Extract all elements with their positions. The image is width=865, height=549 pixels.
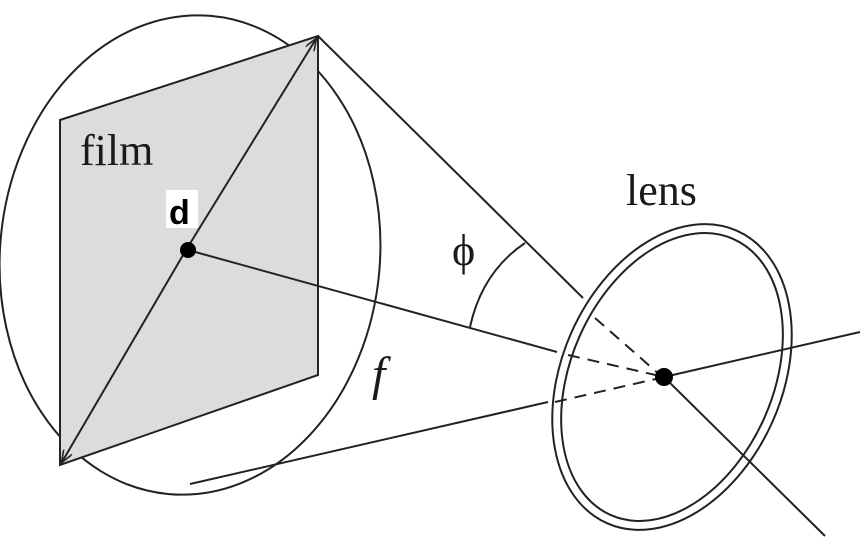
film-center-point [180,242,196,258]
film-label: film [80,126,153,175]
dashed-ray-top [594,317,661,376]
lens-label: lens [626,166,697,215]
lens-center-point [655,368,673,386]
focal-length-label: f [372,348,391,401]
lens-inner-ring [560,232,784,522]
outgoing-ray-down [663,376,826,537]
angle-arc [469,242,526,328]
film-diagonal [185,39,316,251]
film-disk [0,14,382,496]
outgoing-ray-right [663,331,861,378]
cone-bottom-line [189,401,549,485]
lens-outer-ring [551,223,793,531]
dashed-ray-bottom [554,377,661,403]
dashed-ray-mid [567,354,661,377]
film-diagonal-lower [62,249,187,462]
center-label-backdrop [166,190,198,228]
cone-top-line [317,35,584,299]
focal-axis-line [187,249,558,353]
angle-label: ϕ [452,226,475,275]
center-label: d [169,194,190,232]
